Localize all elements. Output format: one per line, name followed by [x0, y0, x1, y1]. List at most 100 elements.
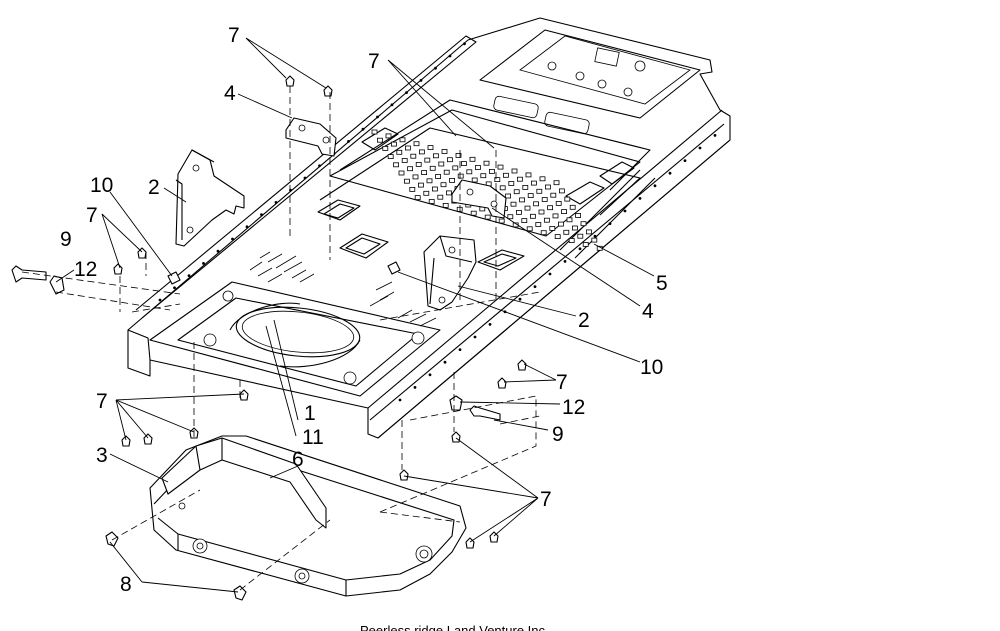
- callout-12: 12: [562, 396, 585, 419]
- perforation-hole: [442, 202, 449, 208]
- perforated-panel: [329, 109, 641, 237]
- frame-hole: [318, 164, 321, 168]
- perforation-hole: [474, 165, 481, 170]
- frame-hole: [638, 197, 642, 200]
- bolt-7: [399, 469, 409, 481]
- frame-hole: [653, 184, 657, 188]
- frame-hole: [443, 360, 447, 364]
- perforation-hole: [414, 195, 421, 201]
- callout-12: 12: [74, 258, 97, 281]
- frame-hole: [245, 225, 249, 229]
- callout-7: 7: [368, 50, 380, 73]
- perforation-hole: [469, 156, 476, 162]
- perforation-hole: [558, 221, 564, 227]
- perforation-hole: [572, 225, 578, 231]
- bolt-7: [465, 537, 475, 549]
- pin-9-left: [11, 265, 47, 283]
- perforation-hole: [460, 161, 467, 167]
- perforation-hole: [502, 172, 509, 178]
- perforation-hole: [412, 174, 419, 180]
- callout-10: 10: [90, 174, 113, 197]
- frame-hole: [413, 386, 417, 389]
- callout-10: 10: [640, 356, 663, 379]
- perforation-hole: [449, 177, 456, 183]
- bushing-12-left: [49, 275, 65, 295]
- frame-hole: [488, 323, 492, 326]
- bolt-7: [143, 433, 153, 445]
- frame-hole: [548, 272, 552, 276]
- perforation-hole: [421, 170, 428, 176]
- callout-7: 7: [540, 488, 552, 511]
- perforation-hole: [424, 157, 431, 163]
- frame-hole: [518, 297, 522, 301]
- perforation-hole: [547, 205, 553, 211]
- perforation-hole: [466, 169, 473, 175]
- frame-hole: [187, 274, 191, 277]
- perforation-hole: [415, 161, 422, 167]
- bolt-7: [239, 389, 249, 401]
- perforation-hole: [531, 180, 537, 186]
- perforation-hole: [517, 176, 523, 182]
- callout-2: 2: [578, 309, 590, 332]
- perforation-hole: [390, 141, 397, 147]
- footer-caption: Peerless ridge Land Venture Inc.: [360, 623, 549, 631]
- perforation-hole: [488, 168, 495, 174]
- frame-hole: [347, 140, 350, 143]
- perforation-hole: [494, 177, 501, 183]
- frame-hole: [274, 201, 278, 204]
- perforation-hole: [580, 221, 587, 227]
- perforation-hole: [539, 176, 546, 182]
- perforation-hole: [441, 149, 448, 154]
- perforation-hole: [586, 229, 592, 235]
- perforation-hole: [516, 209, 522, 215]
- perforation-hole: [409, 186, 416, 192]
- frame-hole: [458, 348, 462, 351]
- perforation-hole: [443, 169, 450, 175]
- perforation-hole: [530, 213, 536, 219]
- frame-hole: [593, 234, 597, 238]
- frame-hole: [698, 146, 702, 150]
- perforation-hole: [387, 154, 394, 160]
- perforation-hole: [437, 194, 444, 200]
- callout-11: 11: [302, 426, 324, 449]
- assembly-lines: [21, 86, 541, 591]
- perforation-hole: [559, 188, 565, 194]
- callout-labels: 7 4 7 10 2 7 9 12 5 2 4 10 7 12 9 7 1 11…: [60, 24, 668, 596]
- callout-7: 7: [228, 24, 240, 47]
- perforation-hole: [499, 185, 506, 191]
- perforation-hole: [429, 165, 436, 171]
- perforation-hole: [407, 166, 414, 172]
- frame-hole: [473, 335, 477, 339]
- perforation-hole: [550, 192, 557, 198]
- perforation-hole: [544, 217, 550, 223]
- perforation-hole: [427, 145, 434, 151]
- perforation-hole: [480, 173, 487, 179]
- perforation-hole: [575, 213, 581, 218]
- perforation-hole: [538, 209, 545, 215]
- frame-hole: [623, 209, 627, 213]
- leader-lines: [55, 37, 655, 593]
- bracket-2-right: [423, 235, 477, 311]
- perforation-hole: [418, 149, 425, 155]
- perforation-hole: [484, 214, 491, 220]
- callout-3: 3: [96, 444, 108, 467]
- perforation-hole: [423, 190, 430, 196]
- perforation-hole: [507, 214, 514, 220]
- perforation-hole: [435, 174, 442, 179]
- frame-hole: [202, 262, 205, 265]
- perforation-hole: [540, 230, 547, 236]
- perforation-hole: [522, 184, 529, 190]
- perforation-hole: [536, 188, 543, 194]
- bolt-7: [497, 377, 507, 389]
- frame-hole: [448, 54, 452, 58]
- perforation-hole: [519, 197, 525, 203]
- frame-hole: [578, 247, 582, 251]
- perforation-hole: [371, 129, 378, 135]
- perforation-hole: [497, 164, 504, 170]
- perforation-hole: [431, 186, 438, 192]
- perforation-hole: [426, 178, 433, 184]
- perforation-hole: [393, 162, 400, 168]
- perforation-hole: [404, 145, 411, 151]
- perforation-hole: [554, 234, 561, 240]
